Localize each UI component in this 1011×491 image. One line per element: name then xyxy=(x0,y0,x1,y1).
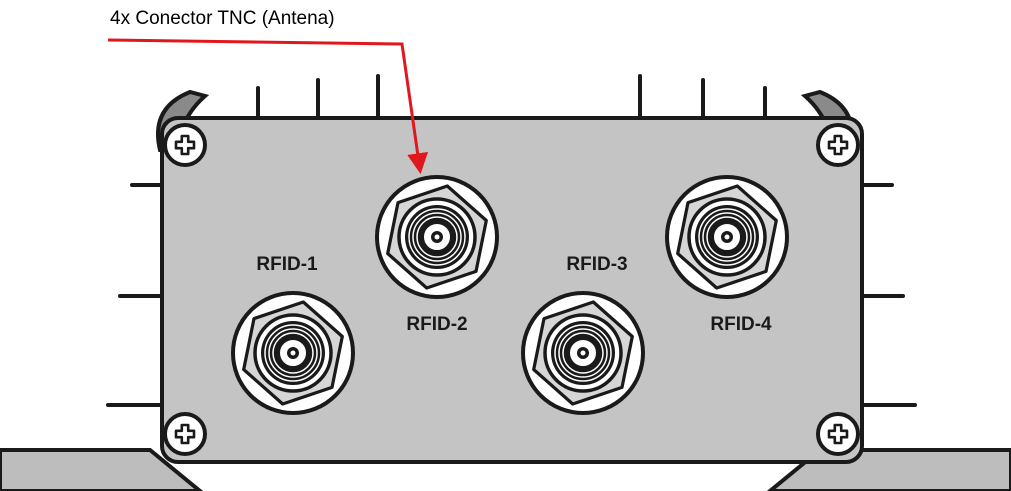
port-label-rfid-3: RFID-3 xyxy=(566,254,627,275)
cross-screw-icon xyxy=(816,123,860,167)
heatsink-fins-right xyxy=(860,183,917,407)
tnc-connector-icon xyxy=(231,291,355,415)
callout-arrow xyxy=(107,38,429,175)
heatsink-fins-top xyxy=(256,74,767,120)
tnc-connector-icon xyxy=(665,175,789,299)
tnc-connector-icon xyxy=(521,291,645,415)
tnc-connector-icon xyxy=(375,175,499,299)
heatsink-fins-left xyxy=(106,183,165,407)
port-label-rfid-2: RFID-2 xyxy=(406,314,467,335)
callout-label: 4x Conector TNC (Antena) xyxy=(110,8,335,29)
cross-screw-icon xyxy=(163,123,207,167)
port-label-rfid-1: RFID-1 xyxy=(256,254,318,275)
cross-screw-icon xyxy=(163,412,207,456)
port-label-rfid-4: RFID-4 xyxy=(710,314,772,335)
cross-screw-icon xyxy=(816,412,860,456)
mounting-flange-left xyxy=(0,448,204,491)
